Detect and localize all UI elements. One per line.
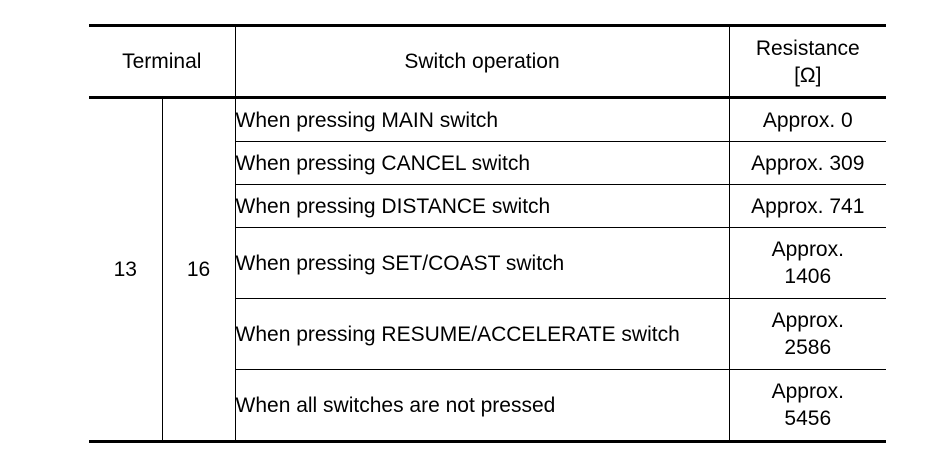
header-terminal: Terminal: [89, 25, 236, 98]
resistance-cell: Approx. 0: [729, 97, 887, 142]
switch-operation-cell: When pressing SET/COAST switch: [235, 227, 730, 299]
table-row: When pressing CANCEL switch Approx. 309: [89, 141, 887, 185]
switch-operation-cell: When all switches are not pressed: [235, 369, 730, 442]
resistance-cell: Approx. 2586: [729, 298, 887, 370]
table-row: When pressing DISTANCE switch Approx. 74…: [89, 184, 887, 228]
switch-operation-cell: When pressing MAIN switch: [235, 97, 730, 142]
table-row: When pressing SET/COAST switch Approx. 1…: [89, 227, 887, 299]
switch-operation-cell: When pressing CANCEL switch: [235, 141, 730, 185]
resistance-cell: Approx. 5456: [771, 380, 844, 430]
terminal-b-cell: 16: [162, 97, 236, 442]
terminal-a-cell: 13: [89, 97, 163, 442]
table-header-row: Terminal Switch operation Resistance [Ω]: [89, 25, 887, 98]
resistance-cell: Approx. 309: [729, 141, 887, 185]
table-row: 13 16 When pressing MAIN switch Approx. …: [89, 97, 887, 442]
header-resistance-label: Resistance [Ω]: [755, 36, 860, 87]
switch-operation-cell: When pressing RESUME/ACCELERATE switch: [235, 298, 730, 370]
resistance-cell: Approx. 741: [729, 184, 887, 228]
table-row: When pressing RESUME/ACCELERATE switch A…: [89, 298, 887, 370]
header-switch-operation: Switch operation: [235, 25, 730, 98]
resistance-spec-table: Terminal Switch operation Resistance [Ω]…: [89, 24, 887, 443]
switch-operation-cell: When pressing DISTANCE switch: [235, 184, 730, 228]
resistance-cell: Approx. 1406: [729, 227, 887, 299]
header-resistance: Resistance [Ω]: [729, 26, 886, 98]
table-row: When all switches are not pressed Approx…: [89, 369, 887, 442]
